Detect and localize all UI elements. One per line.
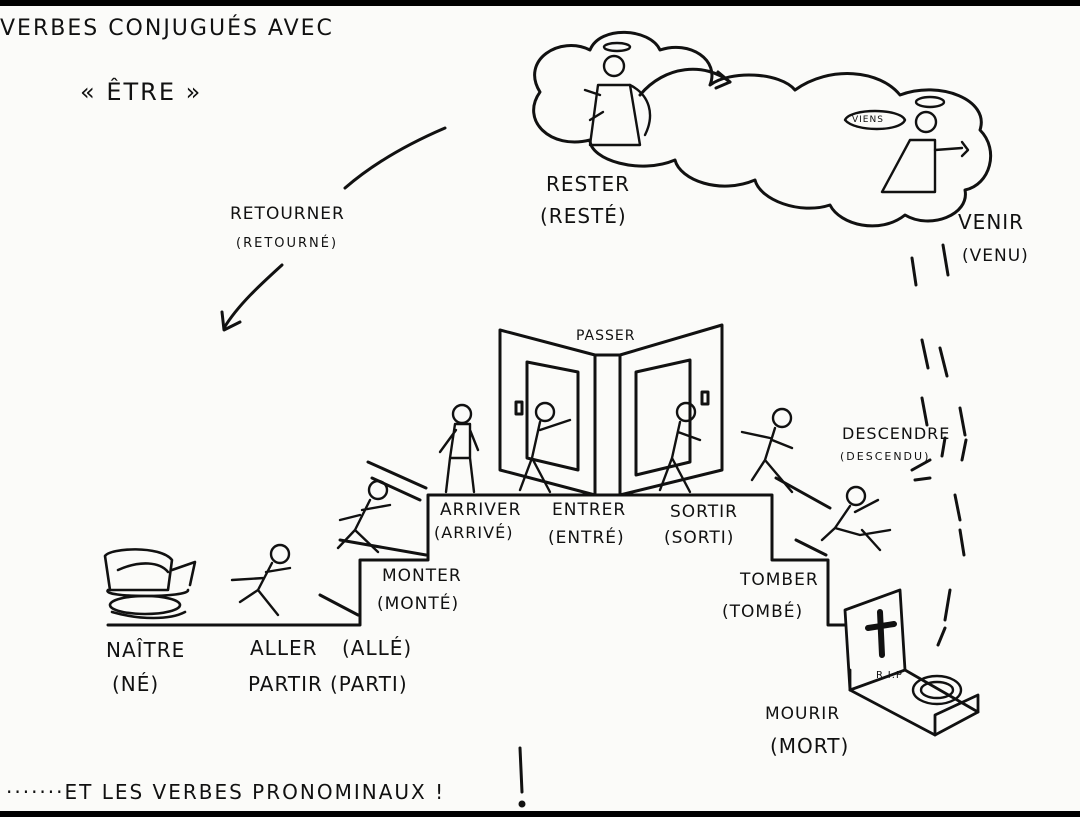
walking-man-icon [518,401,572,494]
participle-retourner: (RETOURNÉ) [236,236,339,251]
participle-venir: (VENU) [962,246,1029,266]
arrow-icon [222,263,284,330]
wreath-icon [911,674,963,706]
participle-monter: (MONTÉ) [377,594,460,614]
participle-arriver: (ARRIVÉ) [434,523,514,542]
verb-mourir: MOURIR [765,704,841,724]
participle-descendre: (DESCENDU) [840,450,931,463]
tombstone-icon [843,588,980,737]
verb-partir: PARTIR [248,672,323,696]
paper-background [0,6,1080,811]
running-man-icon [740,407,794,494]
cross-icon [865,609,897,658]
verb-venir: VENIR [958,210,1025,234]
verb-aller: ALLER [250,636,318,660]
cloud-icon [532,30,993,228]
running-man-icon [336,479,392,554]
title-line-1: VERBES CONJUGUÉS AVEC [0,16,334,41]
participle-tomber: (TOMBÉ) [722,602,804,622]
participle-entrer: (ENTRÉ) [548,528,625,548]
tombstone-text: R.I.P [876,670,903,681]
falling-man-icon [820,485,892,552]
participle-aller: (ALLÉ) [342,636,413,660]
footer-note: ·······ET LES VERBES PRONOMINAUX ! [6,780,446,804]
verb-naitre: NAÎTRE [106,638,186,662]
running-man-icon [230,543,292,617]
participle-partir: (PARTI) [330,672,408,696]
verb-entrer: ENTRER [552,500,627,520]
arrow-icon [343,126,447,190]
participle-rester: (RESTÉ) [540,204,627,228]
speech-bubble-text: VIENS [852,115,884,125]
participle-mourir: (MORT) [770,734,850,758]
verb-passer: PASSER [576,328,636,344]
verb-sortir: SORTIR [670,502,738,522]
walking-man-icon [658,401,702,494]
baby-carriage-icon [103,548,197,620]
verb-arriver: ARRIVER [440,500,522,520]
angel-icon [583,41,652,147]
verb-monter: MONTER [382,566,462,586]
door-icon [498,323,724,497]
participle-sortir: (SORTI) [664,528,735,548]
participle-naitre: (NÉ) [112,672,160,696]
standing-man-icon [438,403,480,494]
title-line-2: « ÊTRE » [80,78,203,106]
verb-retourner: RETOURNER [230,204,345,224]
verb-tomber: TOMBER [740,570,819,590]
verb-rester: RESTER [546,172,630,196]
angel-icon [843,95,970,194]
verb-descendre: DESCENDRE [842,424,951,443]
